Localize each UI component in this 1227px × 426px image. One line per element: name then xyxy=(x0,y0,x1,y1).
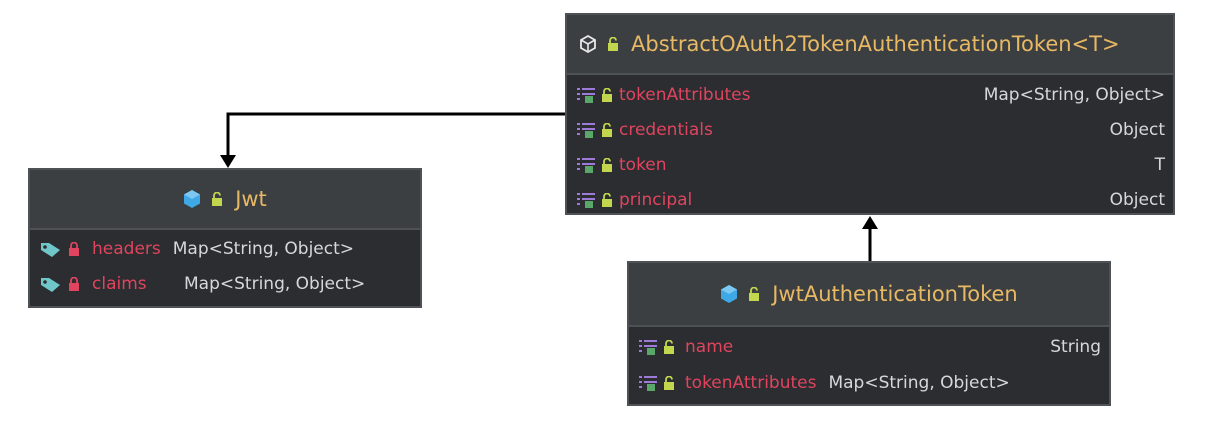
inheritance-jwt-auth xyxy=(862,216,878,262)
unlocked-icon xyxy=(212,192,223,206)
unlocked-icon xyxy=(664,340,674,354)
class-header: JwtAuthenticationToken xyxy=(629,263,1109,327)
constant-icon xyxy=(41,277,60,292)
locked-icon xyxy=(69,241,79,256)
field-icon xyxy=(577,192,595,208)
field-list: name String tokenAttributes Map<String, … xyxy=(629,327,1109,401)
field-icon xyxy=(639,340,657,355)
field-icon xyxy=(577,122,595,138)
constant-icon xyxy=(41,242,60,257)
field-type: Object xyxy=(1109,189,1165,210)
unlocked-icon xyxy=(749,287,760,301)
field-icon xyxy=(639,376,657,391)
field-type: Object xyxy=(1109,119,1165,140)
unlocked-icon xyxy=(664,376,674,390)
class-icon xyxy=(184,190,201,208)
field-row[interactable]: headers Map<String, Object> xyxy=(30,231,420,266)
field-name: tokenAttributes xyxy=(685,373,817,393)
field-type: Map<String, Object> xyxy=(184,273,366,294)
field-row[interactable]: principal Object xyxy=(567,182,1173,217)
unlocked-icon xyxy=(602,192,612,207)
class-icon xyxy=(721,285,738,303)
field-name: claims xyxy=(92,273,147,294)
field-type: Map<String, Object> xyxy=(828,373,1010,393)
class-name: AbstractOAuth2TokenAuthenticationToken<T… xyxy=(631,32,1120,56)
field-type: String xyxy=(1050,337,1101,357)
field-icon xyxy=(577,87,595,103)
class-name: JwtAuthenticationToken xyxy=(772,282,1018,306)
field-list: headers Map<String, Object> claims Map<S… xyxy=(30,230,420,301)
abstract-class-icon xyxy=(580,35,596,53)
field-row[interactable]: name String xyxy=(629,329,1109,365)
field-name: name xyxy=(685,337,734,357)
field-name: credentials xyxy=(619,119,713,140)
locked-icon xyxy=(69,276,79,291)
field-name: token xyxy=(619,154,667,175)
class-jwt-authentication-token[interactable]: JwtAuthenticationToken name String xyxy=(627,261,1111,406)
field-type: Map<String, Object> xyxy=(172,238,355,259)
unlocked-icon xyxy=(602,122,612,137)
class-jwt[interactable]: Jwt headers Map<String, Object> c xyxy=(28,168,422,308)
unlocked-icon xyxy=(602,87,612,102)
field-type: Map<String, Object> xyxy=(983,84,1165,105)
unlocked-icon xyxy=(602,157,612,172)
class-abstract-oauth2-token[interactable]: AbstractOAuth2TokenAuthenticationToken<T… xyxy=(565,13,1175,215)
class-name: Jwt xyxy=(235,187,267,211)
class-header: Jwt xyxy=(30,170,420,230)
field-row[interactable]: credentials Object xyxy=(567,112,1173,147)
field-row[interactable]: tokenAttributes Map<String, Object> xyxy=(629,365,1109,401)
association-jwt xyxy=(220,112,567,168)
unlocked-icon xyxy=(608,37,618,51)
field-name: tokenAttributes xyxy=(619,84,751,105)
field-row[interactable]: claims Map<String, Object> xyxy=(30,266,420,301)
field-row[interactable]: tokenAttributes Map<String, Object> xyxy=(567,77,1173,112)
field-row[interactable]: token T xyxy=(567,147,1173,182)
class-header: AbstractOAuth2TokenAuthenticationToken<T… xyxy=(567,15,1173,75)
field-name: headers xyxy=(92,238,161,259)
field-icon xyxy=(577,157,595,173)
field-name: principal xyxy=(619,189,693,210)
field-type: T xyxy=(1154,154,1165,175)
field-list: tokenAttributes Map<String, Object> cred… xyxy=(567,75,1173,217)
